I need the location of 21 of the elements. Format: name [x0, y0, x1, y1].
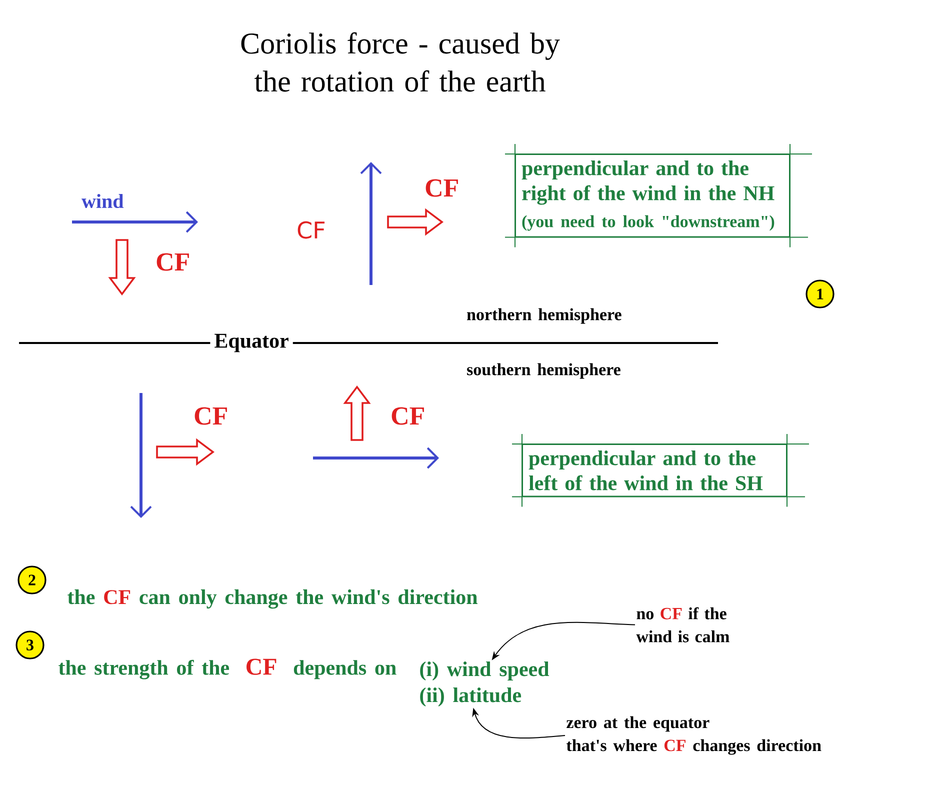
note-box: perpendicular and to the left of the wind in the SH [512, 434, 810, 508]
statement-text: the strength of the CF depends on [58, 658, 396, 680]
statement-text: the CF can only change the wind's direction [68, 589, 478, 609]
force-label: CF [298, 221, 324, 239]
list-item: (ii) latitude [420, 688, 522, 707]
note-text: zero at the equator that's where CF changes direction [566, 716, 822, 755]
force-label: CF [392, 407, 424, 425]
note-box: perpendicular and to the right of the wind in the NH (you need to look "downstream") [504, 144, 812, 248]
callout-number: 2 [18, 566, 46, 594]
force-label: CF [426, 179, 458, 197]
force-label: CF [156, 253, 189, 271]
callout-number: 1 [806, 280, 834, 308]
callout-number: 3 [16, 630, 44, 660]
hemisphere-label: northern hemisphere [467, 308, 622, 324]
hemisphere-label: southern hemisphere [467, 363, 620, 379]
wind-label: wind [82, 194, 124, 208]
list-item: (i) wind speed [420, 662, 550, 681]
note-text: no CF if the wind is calm [636, 607, 730, 642]
force-label: CF [194, 407, 227, 425]
title: Coriolis force - caused by the rotation of the earth [241, 32, 560, 92]
equator-label: Equator [210, 330, 293, 356]
